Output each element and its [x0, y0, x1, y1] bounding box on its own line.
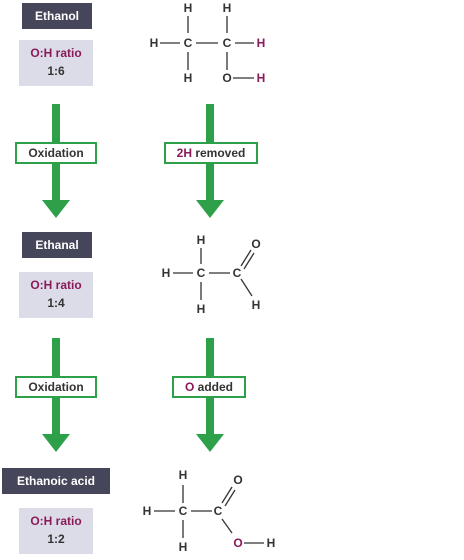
atom-c: C	[197, 266, 206, 280]
atom-h: H	[223, 1, 232, 15]
change-tag-2: O added	[172, 376, 246, 398]
change-prefix: 2H	[176, 146, 192, 160]
atom-h: H	[184, 1, 193, 15]
ratio-box-ethanol: O:H ratio 1:6	[19, 40, 93, 86]
process-tag-1: Oxidation	[15, 142, 97, 164]
atom-h: H	[179, 540, 188, 554]
change-prefix: O	[184, 380, 195, 394]
atom-c: C	[223, 36, 232, 50]
atom-h: H	[252, 298, 261, 312]
atom-c: C	[184, 36, 193, 50]
ratio-value: 1:2	[47, 532, 65, 546]
atom-c: C	[214, 504, 223, 518]
ratio-label: O:H ratio	[30, 46, 82, 60]
ratio-value: 1:6	[47, 64, 65, 78]
compound-name-ethanal: Ethanal	[22, 232, 92, 258]
ratio-label: O:H ratio	[30, 514, 82, 528]
atom-h: H	[267, 536, 276, 550]
change-tag-1: 2H removed	[164, 142, 258, 164]
atom-h: H	[143, 504, 152, 518]
compound-name-ethanoic-acid: Ethanoic acid	[2, 468, 110, 494]
process-tag-2: Oxidation	[15, 376, 97, 398]
ratio-label: O:H ratio	[30, 278, 82, 292]
atom-h: H	[162, 266, 171, 280]
atom-h: H	[179, 468, 188, 482]
ratio-box-ethanal: O:H ratio 1:4	[19, 272, 93, 318]
atom-h: H	[197, 302, 206, 316]
atom-o: O	[251, 237, 260, 251]
change-suffix: removed	[191, 146, 246, 160]
change-suffix: added	[194, 380, 233, 394]
atom-h: H	[197, 233, 206, 247]
atom-o: O	[233, 473, 242, 487]
atom-o: O	[222, 71, 231, 85]
atom-h: H	[150, 36, 159, 50]
compound-name-ethanol: Ethanol	[22, 3, 92, 29]
atom-o-highlight: O	[233, 536, 242, 550]
atom-c: C	[179, 504, 188, 518]
atom-h: H	[184, 71, 193, 85]
ratio-box-ethanoic-acid: O:H ratio 1:2	[19, 508, 93, 554]
atom-c: C	[233, 266, 242, 280]
atom-h-highlight: H	[257, 71, 266, 85]
atom-h-highlight: H	[257, 36, 266, 50]
ratio-value: 1:4	[47, 296, 65, 310]
